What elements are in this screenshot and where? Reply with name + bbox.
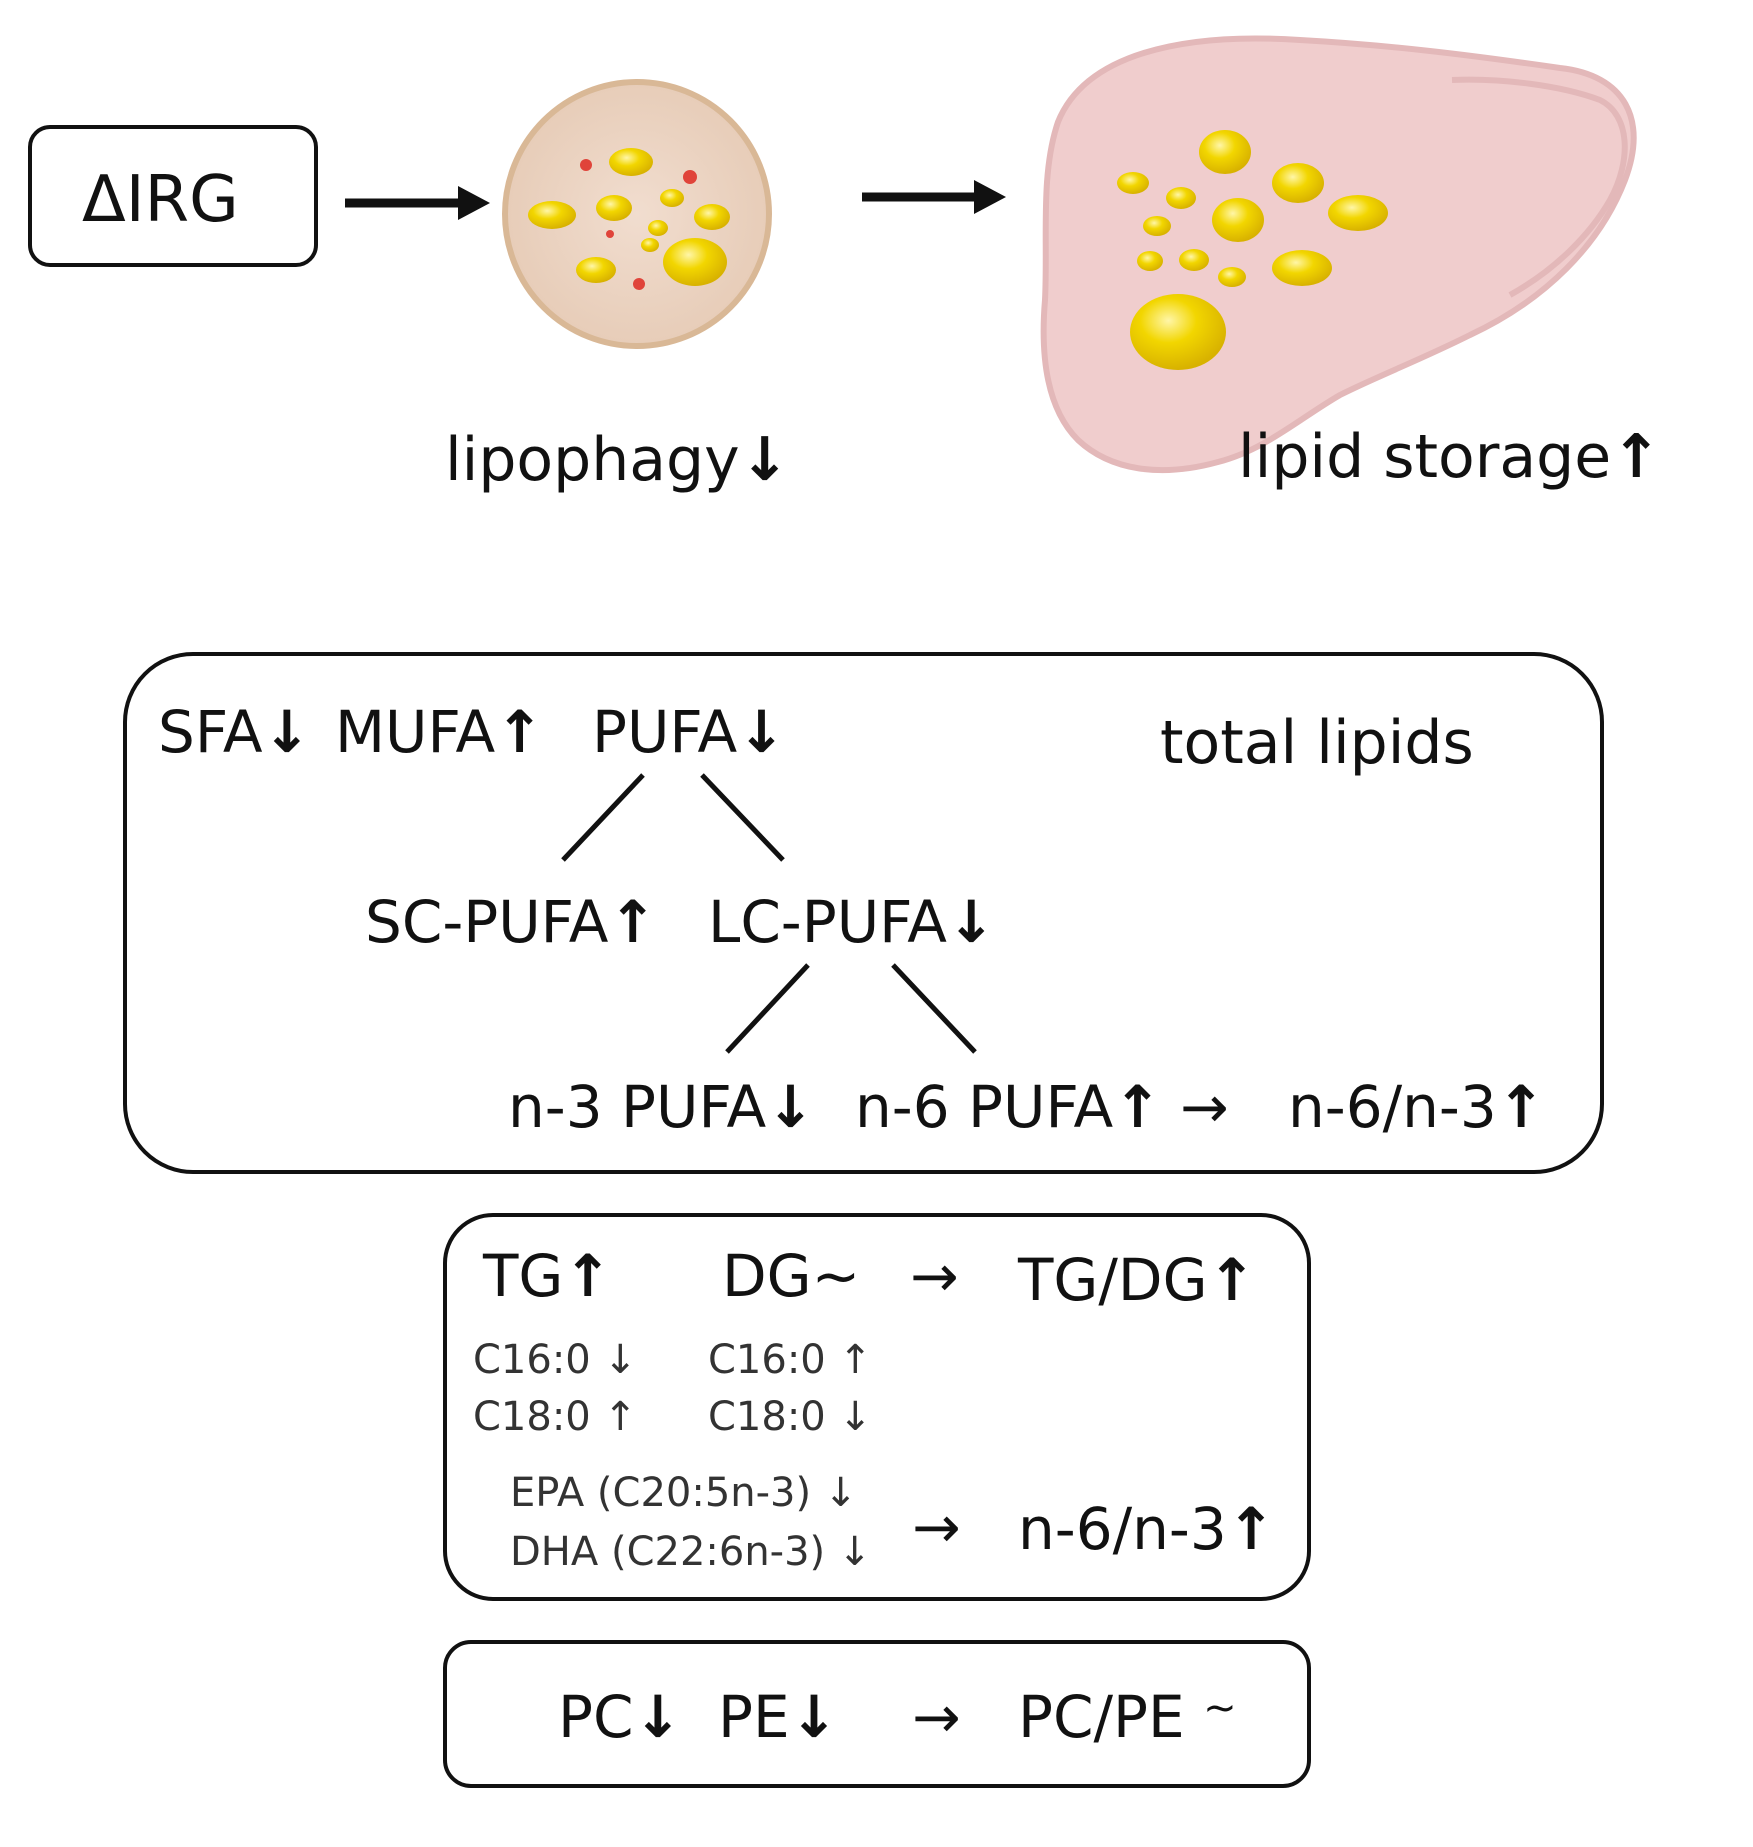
down-arrow-icon: ↓: [739, 425, 790, 495]
n6-n3-ratio-label: n-6/n-3↑: [1018, 1495, 1276, 1563]
pc-pe-ratio-label: PC/PE ~: [1018, 1683, 1237, 1751]
yields-arrow: →: [912, 1683, 961, 1751]
dha-label: DHA (C22:6n-3) ↓: [510, 1529, 872, 1575]
lipid-storage-label: lipid storage↑: [1238, 422, 1662, 492]
n3-pufa-label: n-3 PUFA↓: [508, 1073, 815, 1141]
lc-pufa-label: LC-PUFA↓: [708, 888, 996, 956]
tg-dg-box: [443, 1213, 1311, 1601]
yields-arrow: →: [1180, 1073, 1229, 1141]
total-lipids-title: total lipids: [1160, 708, 1474, 778]
up-arrow-icon: ↑: [1611, 422, 1662, 492]
yields-arrow: →: [912, 1493, 961, 1561]
tg-c16-label: C16:0 ↓: [473, 1337, 637, 1383]
pufa-label: PUFA↓: [592, 698, 786, 766]
lipophagy-cell-icon: [502, 79, 772, 349]
start-box: [28, 125, 318, 267]
dg-label: DG~: [722, 1242, 861, 1310]
dg-c18-label: C18:0 ↓: [708, 1394, 872, 1440]
pc-pe-box: [443, 1640, 1311, 1788]
yields-arrow: →: [910, 1242, 959, 1310]
tg-label: TG↑: [483, 1242, 612, 1310]
arrow-to-lipophagy: [345, 186, 490, 220]
pe-label: PE↓: [718, 1683, 839, 1751]
lipophagy-label: lipophagy↓: [445, 425, 790, 495]
total-lipids-box: [123, 652, 1604, 1174]
tg-c18-label: C18:0 ↑: [473, 1394, 637, 1440]
sfa-label: SFA↓: [158, 698, 312, 766]
mufa-label: MUFA↑: [335, 698, 544, 766]
arrow-to-liver: [862, 180, 1006, 214]
liver-icon: [1040, 35, 1637, 474]
tg-dg-ratio-label: TG/DG↑: [1018, 1246, 1257, 1314]
n6-pufa-label: n-6 PUFA↑: [855, 1073, 1162, 1141]
arrows-top: [345, 35, 1637, 474]
pc-label: PC↓: [558, 1683, 683, 1751]
epa-label: EPA (C20:5n-3) ↓: [510, 1470, 858, 1516]
start-label: ΔIRG: [82, 163, 239, 237]
n6-n3-ratio-label: n-6/n-3↑: [1288, 1073, 1546, 1141]
dg-c16-label: C16:0 ↑: [708, 1337, 872, 1383]
sc-pufa-label: SC-PUFA↑: [365, 888, 657, 956]
